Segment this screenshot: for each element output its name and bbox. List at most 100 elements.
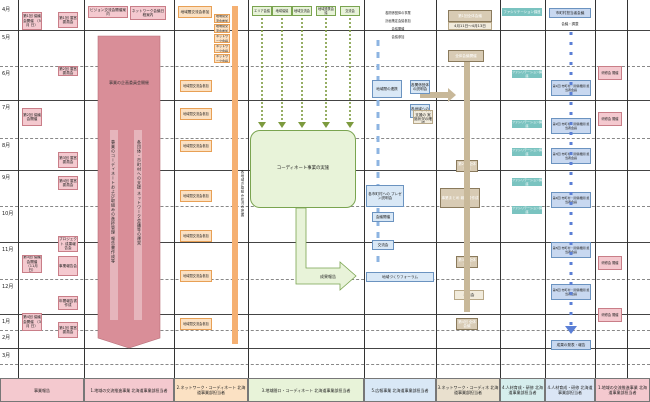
orange-progress-bar <box>232 6 238 344</box>
footer-cell: 2.ネットワーク・コーディネート 北海道事業部担当者 <box>174 378 248 402</box>
footer-cell: 3.ネットワーク・コーディネ 北海道事業部担当者 <box>436 378 500 402</box>
month-label: 11月 <box>2 247 14 253</box>
orange-top-item: ネットワーク会議 <box>214 34 230 43</box>
orange-item: 地域間交流会参加 <box>180 80 212 92</box>
column-divider <box>84 0 85 402</box>
month-gridline <box>0 314 650 315</box>
footer-cell: 5.広報事業 北海道事業部担当者 <box>364 378 436 402</box>
right-pink-item: 研修会 開催 <box>598 66 622 80</box>
green-arrowhead <box>298 122 306 128</box>
blue-header-item: 会議開催 <box>391 27 405 32</box>
blue-header-item: 各関係団体の事業 <box>385 11 411 16</box>
purple-arrowhead <box>565 326 577 334</box>
green-arrowhead <box>258 122 266 128</box>
tan-header: 第1回全体会議 <box>448 10 492 22</box>
other-box-8: 第1回 運営委員会 <box>58 322 78 338</box>
meeting-box-3: 第3回 協議会開催 （11月 日） <box>22 255 42 273</box>
column-divider <box>248 0 249 402</box>
orange-vertical-note: 各地域の取組み状況の把握 <box>240 170 244 217</box>
month-label: 10月 <box>2 211 14 217</box>
month-label: 2月 <box>2 335 11 341</box>
lavender-item: 第1回 市町村・関係機関 担当者会議 <box>551 80 591 96</box>
presentation-box: 各市町村への プレゼン説明会 <box>366 185 404 207</box>
header-box: ネットワーク会議日程案内 <box>130 6 166 20</box>
blue-box: 各関係団体の説明会 <box>410 80 430 94</box>
teal-item: ファシリテーション講座 <box>512 148 542 156</box>
column-divider <box>364 0 365 402</box>
teal-item: ファシリテーション講座 <box>512 70 542 78</box>
tan-arrow <box>420 88 456 102</box>
result-arrow <box>295 207 357 291</box>
month-label: 3月 <box>2 353 11 359</box>
footer-cell: 1.地域の交流推進事業 北海道事業部担当者 <box>595 378 650 402</box>
pink-block-body-2: 各団体・市町村への支援 ネットワーク会議等の運営 <box>137 140 142 246</box>
month-label: 5月 <box>2 35 11 41</box>
lavender-header: 市町村担当者会議 <box>549 8 591 18</box>
blue-box: 地域間の連携 <box>372 80 402 98</box>
column-divider <box>627 0 628 402</box>
footer-cell: 4.人材育成・研修 北海道事業部担当者 <box>545 378 595 402</box>
orange-top-item: ネットワーク会議 <box>214 44 230 53</box>
coordinate-center-box: コーディネート事業の実施 <box>250 130 356 208</box>
column-divider <box>545 0 546 402</box>
footer-cell: 3.地域間ロ・コーディネート 北海道事業部担当者 <box>248 378 364 402</box>
month-label: 8月 <box>2 143 11 149</box>
orange-item: 地域間交流会参加 <box>180 270 212 282</box>
orange-item: 地域間交流会参加 <box>180 140 212 152</box>
right-pink-item: 研修会 開催 <box>598 256 622 270</box>
green-arrowhead <box>322 122 330 128</box>
meeting-box-4: 第4回 協議会開催 （3月 日） <box>22 313 42 331</box>
footer-cell: 事業報告 <box>0 378 84 402</box>
other-box-6: 事業報告会 <box>58 256 78 276</box>
teal-item: ファシリテーション講座 <box>512 178 542 186</box>
column-divider <box>174 0 175 402</box>
orange-header: 地域間交流会参加 <box>178 6 212 18</box>
column-divider <box>436 0 437 402</box>
month-label: 1月 <box>2 319 11 325</box>
green-header-item: 地域連携会議 <box>316 6 336 16</box>
green-header-item: 交流会 <box>340 6 360 16</box>
month-gridline <box>0 242 650 243</box>
footer-cell: 4.人材育成・研修 北海道事業部担当者 <box>500 378 545 402</box>
orange-item: 地域間交流会参加 <box>180 230 212 242</box>
lavender-subheader: 会議・調整 <box>561 21 579 26</box>
green-header-item: 地域交流会 <box>292 6 312 16</box>
orange-item: 地域間交流会参加 <box>180 318 212 330</box>
other-box-4: 第4回 運営委員会 <box>58 176 78 190</box>
month-gridline <box>0 348 650 349</box>
tan-box: 事業まとめ 報告書作成 <box>440 188 480 208</box>
right-pink-item: 研修会 開催 <box>598 112 622 126</box>
blue-box: 交流会 <box>372 240 394 250</box>
month-label: 12月 <box>2 284 14 290</box>
month-label: 7月 <box>2 105 11 111</box>
green-arrowhead <box>346 122 354 128</box>
meeting-box-1: 第1回 協議会開催 （5月 日） <box>22 12 42 30</box>
orange-item: 地域間交流会参加 <box>180 108 212 120</box>
pink-block-body-1: 事業のコーディネートおよび取組みの進捗管理 報告書作成等 <box>111 140 116 264</box>
other-box-5: プロジェクト 成果報告会 <box>58 236 78 252</box>
month-label: 6月 <box>2 71 11 77</box>
tan-box: ソーシャル支援の 実施状況の確認 <box>413 110 433 124</box>
other-box-7: 年間報告書作成 <box>58 296 78 310</box>
orange-top-item: 地域間交流会参加 <box>214 14 230 23</box>
tan-box: 全体会議開催 <box>448 50 484 62</box>
footer-cell: 1.地域の交流推進事業 北海道事業部担当者 <box>84 378 174 402</box>
forum-box: 地域づくりフォーラム <box>366 272 434 282</box>
column-divider <box>18 0 19 402</box>
month-gridline <box>0 100 650 101</box>
green-header-item: 地域協議 <box>272 6 292 16</box>
meeting-box-2: 第2回 協議会開催 <box>22 108 42 126</box>
tan-connector <box>464 62 470 312</box>
orange-top-item: ネットワーク会議 <box>214 54 230 63</box>
column-divider <box>500 0 501 402</box>
teal-header: ファシリテーション講座 <box>502 8 542 16</box>
green-header-item: エリア会議 <box>252 6 272 16</box>
result-label: 成果報告 <box>320 273 336 279</box>
pink-block-title: 事業の企画委員会開催 <box>109 79 149 85</box>
month-gridline <box>0 364 650 365</box>
other-box-1: 第1回 運営委員会 <box>58 12 78 28</box>
